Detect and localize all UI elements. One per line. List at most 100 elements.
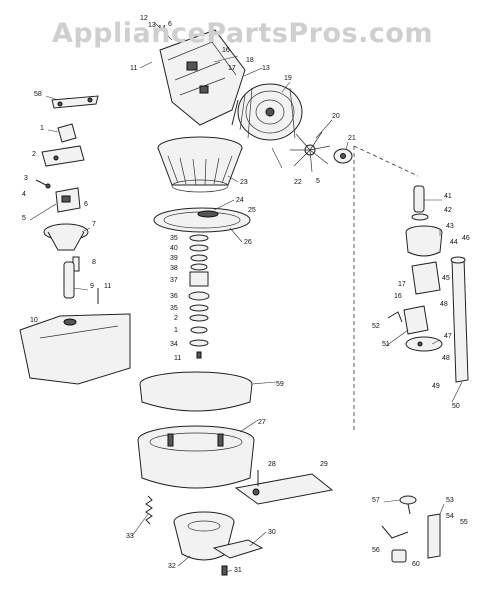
callout: 56 [372,547,380,554]
callout: 44 [450,239,458,246]
gasket-plate [153,207,251,233]
callout: 19 [284,75,292,82]
callout: 51 [382,341,390,348]
callout: 29 [320,461,328,468]
callout: 55 [460,519,468,526]
callout: 47 [444,333,452,340]
cap-43 [405,225,443,257]
callout: 11 [104,283,111,290]
callout: 59 [276,381,284,388]
plug-60 [391,549,407,563]
callout: 16 [394,293,402,300]
callout: 1 [174,327,178,334]
callout: 53 [446,497,454,504]
sink-flange-10 [19,313,131,385]
callout: 21 [348,135,356,142]
callout: 30 [268,529,276,536]
callout: 14 [158,25,166,32]
wrench-56 [381,525,409,539]
callout: 4 [22,191,26,198]
callout: 18 [246,57,254,64]
callout: 52 [372,323,380,330]
callout: 42 [444,207,452,214]
callout: 10 [30,317,38,324]
switch-housing [55,187,81,213]
callout: 49 [432,383,440,390]
callout: 38 [170,265,178,272]
callout: 11 [174,355,181,362]
callout: 13 [148,22,156,29]
callout: 54 [446,513,454,520]
callout: 31 [234,567,242,574]
leader-dash-top [353,145,419,177]
block-51 [403,305,429,335]
callout: 36 [170,293,178,300]
callout: 2 [32,151,36,158]
callout: 20 [332,113,340,120]
callout: 33 [126,533,134,540]
callout: 28 [268,461,276,468]
callout: 16 [222,47,230,54]
switch-block [57,123,77,143]
cutter-basket [157,136,243,193]
spring-33 [145,495,153,525]
fan-blade [290,131,331,173]
lever-29 [234,470,334,505]
callout: 48 [442,355,450,362]
callout: 3 [24,175,28,182]
callout: 27 [258,419,266,426]
callout: 26 [244,239,252,246]
callout: 6 [84,201,88,208]
callout: 23 [240,179,248,186]
screw-3 [35,179,51,189]
callout: 45 [442,275,450,282]
disc-47 [405,336,443,352]
fitting-45 [411,261,441,295]
callout: 25 [248,207,256,214]
mount-bracket [41,145,85,167]
callout-labels: 12 13 14 6 16 11 17 18 13 19 20 21 22 5 … [22,15,470,574]
ring-59 [139,371,253,412]
callout: 17 [398,281,406,288]
callout: 9 [90,283,94,290]
callout: 6 [168,21,172,28]
tube-9 [63,261,75,299]
callout: 1 [40,125,44,132]
callout: 39 [170,255,178,262]
callout: 46 [462,235,470,242]
washer-42 [411,213,429,221]
callout: 57 [372,497,380,504]
callout: 17 [228,65,236,72]
callout: 5 [22,215,26,222]
callout: 7 [92,221,96,228]
motor-housing [159,29,246,126]
callout: 40 [170,245,178,252]
bracket-58 [51,95,99,109]
callout: 24 [236,197,244,204]
callout: 37 [170,277,178,284]
callout: 60 [412,561,420,568]
callout: 8 [92,259,96,266]
callout: 35 [170,235,178,242]
callout: 41 [444,193,452,200]
leader-lines [29,21,463,573]
flange-7 [43,223,89,251]
motor [231,83,303,141]
callout: 35 [170,305,178,312]
callout: 48 [440,301,448,308]
callout: 34 [170,341,178,348]
callout: 12 [140,15,148,22]
clip-52 [387,311,403,323]
callout: 32 [168,563,176,570]
callout: 13 [262,65,270,72]
callout: 2 [174,315,178,322]
screw-57 [399,495,417,515]
callout: 50 [452,403,460,410]
arm-30 [212,539,264,576]
housing-27 [137,425,255,489]
callout: 58 [34,91,42,98]
callout: 22 [294,179,302,186]
motor-nut [333,148,353,164]
